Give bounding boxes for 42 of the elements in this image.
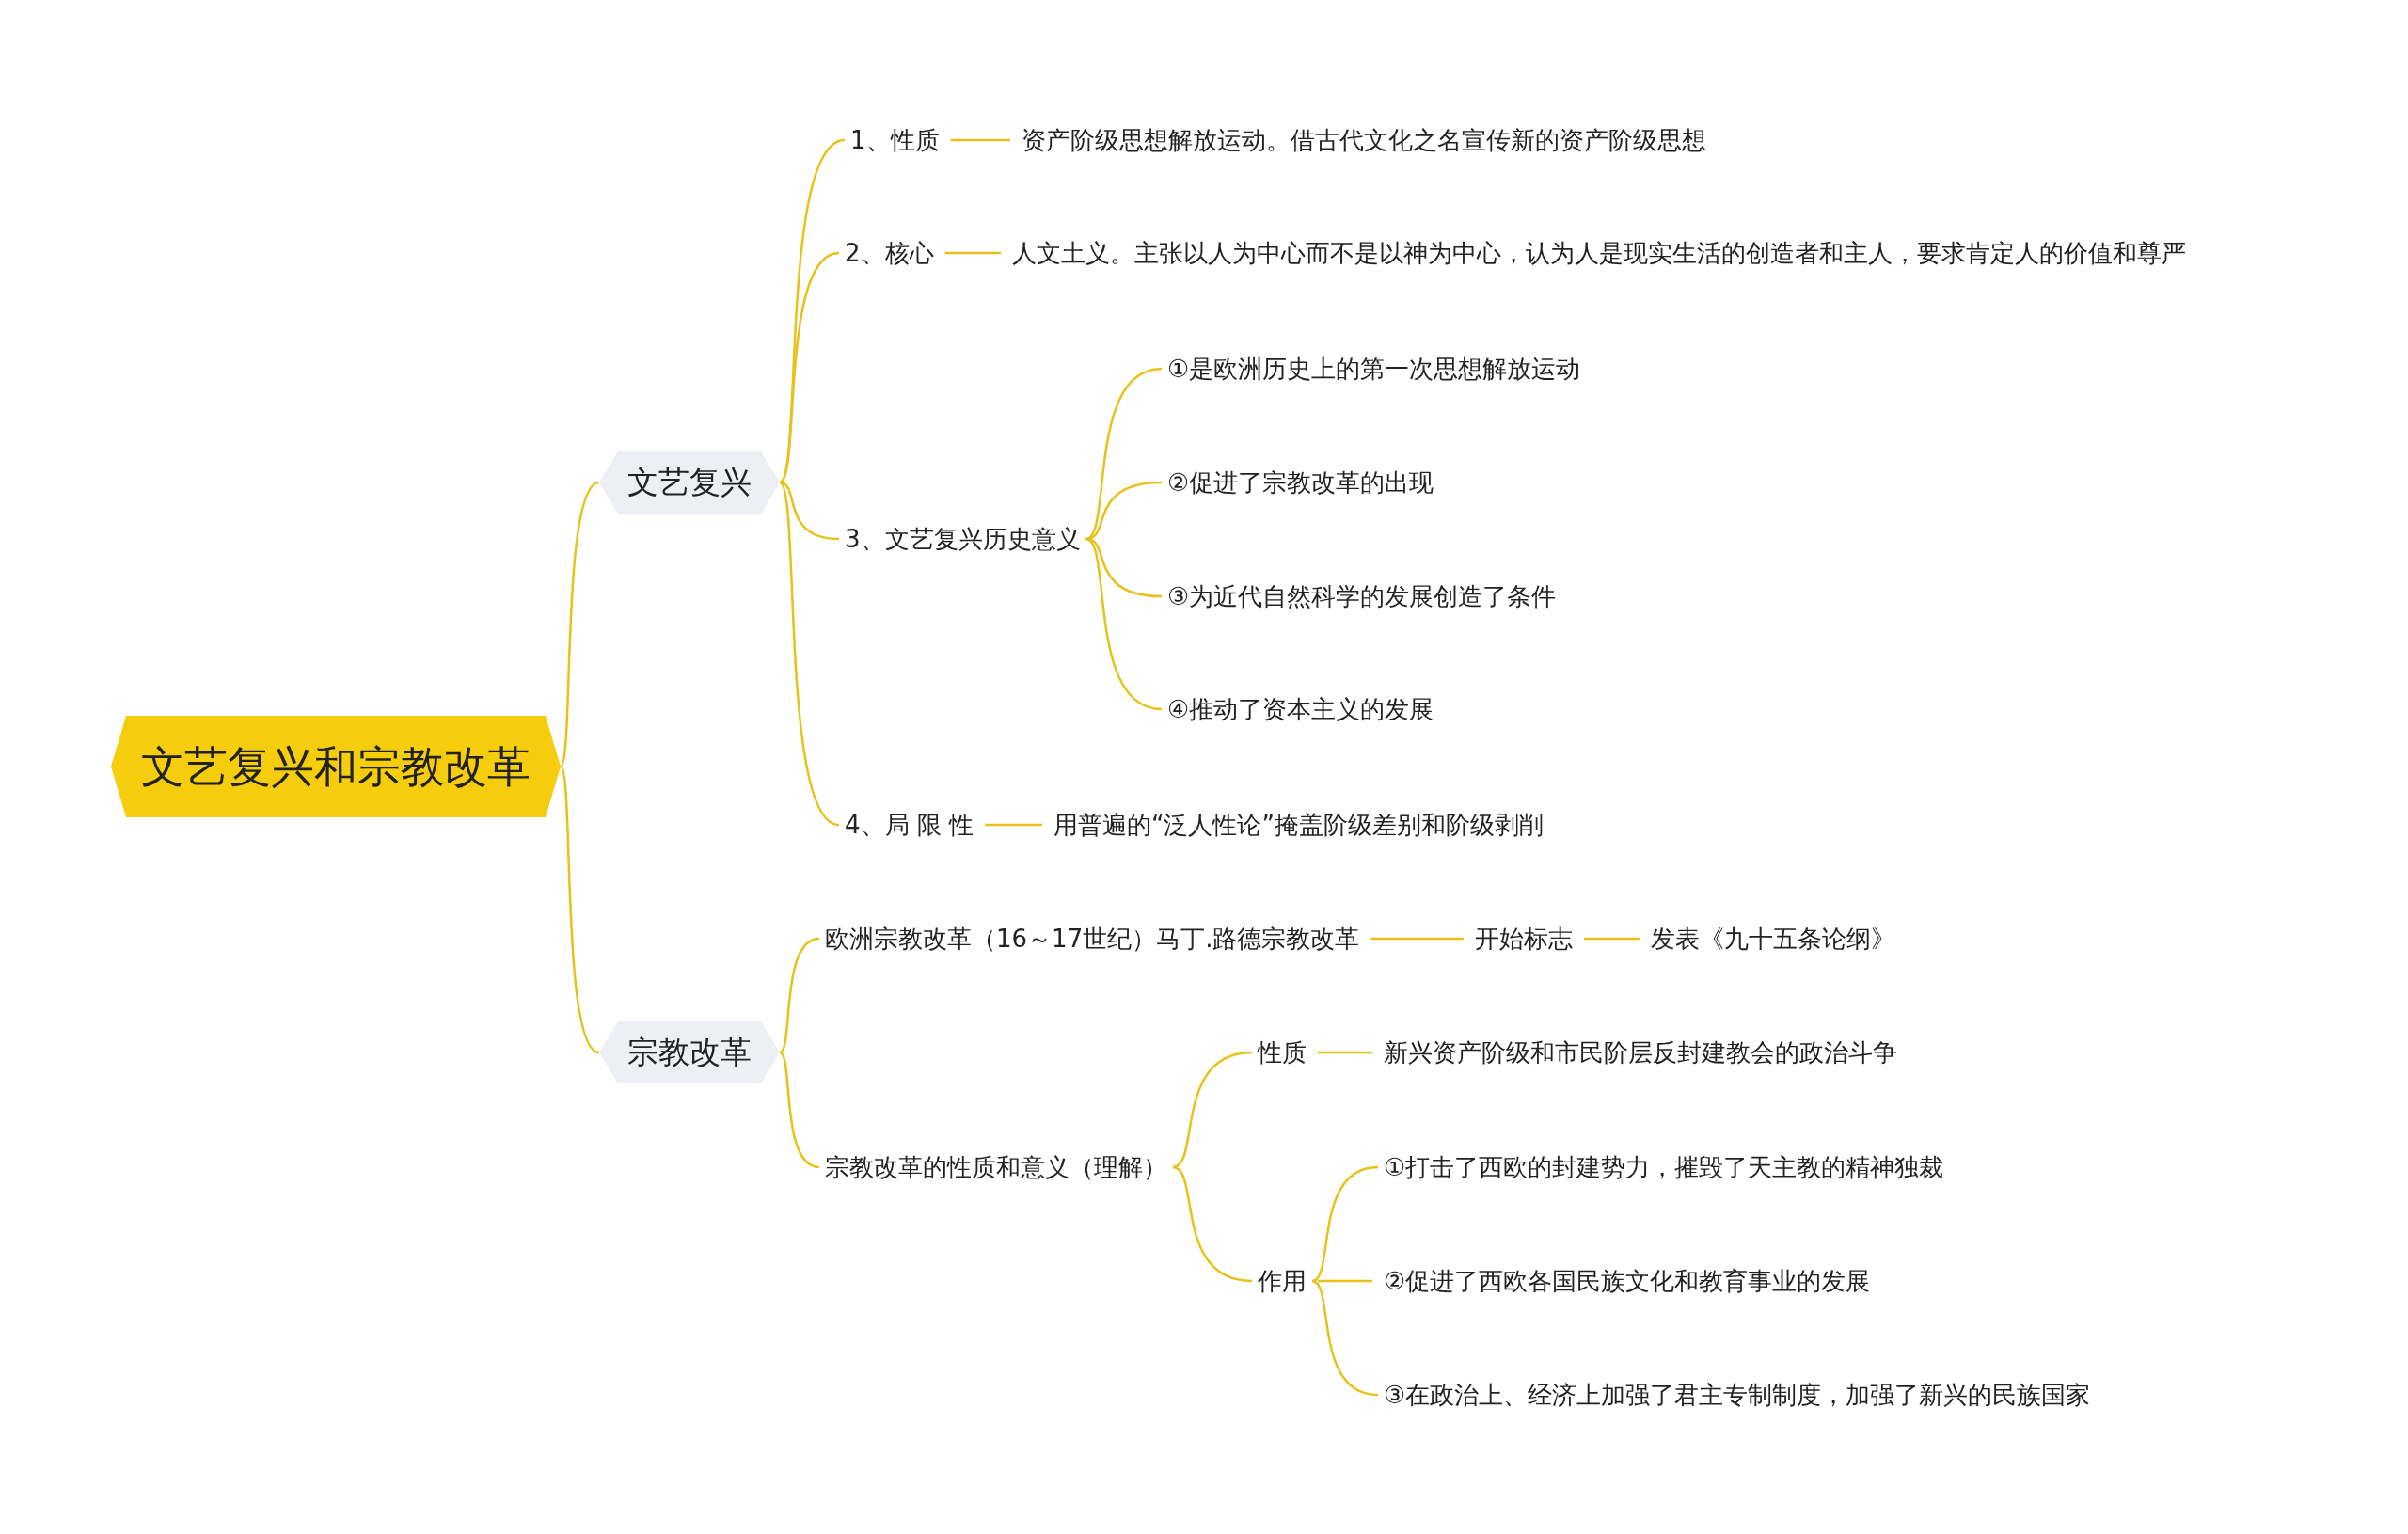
connector-line <box>1584 937 1640 941</box>
connector-line <box>1085 537 1163 711</box>
connector-line <box>1311 1279 1379 1397</box>
connector-line <box>779 1052 820 1169</box>
topic-label: 发表《九十五条论纲》 <box>1645 920 1901 957</box>
connector-line <box>779 481 840 541</box>
main-topic: 文艺复兴 <box>599 451 780 514</box>
connector-line <box>1085 367 1163 541</box>
connector-line <box>985 823 1042 827</box>
topic-label: 资产阶级思想解放运动。借古代文化之名宣传新的资产阶级思想 <box>1016 121 1712 159</box>
topic-label: ①打击了西欧的封建势力，摧毁了天主教的精神独裁 <box>1378 1148 1950 1186</box>
connector-line <box>944 251 1001 255</box>
topic-label: 1、性质 <box>845 121 945 159</box>
topic-label: 2、核心 <box>839 234 940 272</box>
connector-line <box>1318 1051 1372 1054</box>
connector-line <box>1318 1279 1372 1283</box>
connector-line <box>1311 1165 1379 1283</box>
topic-label: 4、局 限 性 <box>839 806 980 844</box>
connector-line <box>950 138 1010 142</box>
topic-label: 开始标志 <box>1469 920 1578 957</box>
connector-line <box>779 937 820 1053</box>
connector-line <box>1085 481 1163 541</box>
topic-label: ②促进了宗教改革的出现 <box>1162 464 1440 501</box>
topic-label: 新兴资产阶级和市民阶层反封建教会的政治斗争 <box>1378 1034 1903 1071</box>
main-topic: 宗教改革 <box>599 1021 780 1083</box>
connector-line <box>1172 1165 1253 1283</box>
central-topic: 文艺复兴和宗教改革 <box>111 716 561 817</box>
topic-label: ②促进了西欧各国民族文化和教育事业的发展 <box>1378 1262 1877 1300</box>
connector-line <box>1172 1051 1253 1169</box>
connector-line <box>779 251 840 483</box>
topic-label: 用普遍的“泛人性论”掩盖阶级差别和阶级剥削 <box>1048 806 1549 844</box>
topic-label: 欧洲宗教改革（16～17世纪）马丁.路德宗教改革 <box>819 920 1366 957</box>
connector-line <box>1370 937 1464 941</box>
topic-label: ①是欧洲历史上的第一次思想解放运动 <box>1162 350 1587 387</box>
topic-label: ③为近代自然科学的发展创造了条件 <box>1162 577 1562 615</box>
topic-label: 3、文艺复兴历史意义 <box>839 520 1086 558</box>
topic-label: 作用 <box>1252 1262 1312 1300</box>
topic-label: ③在政治上、经济上加强了君主专制制度，加强了新兴的民族国家 <box>1378 1376 2097 1414</box>
topic-label: 性质 <box>1252 1034 1312 1071</box>
topic-label: 人文土义。主张以人为中心而不是以神为中心，认为人是现实生活的创造者和主人，要求肯定人的价值和尊严 <box>1006 234 2192 272</box>
topic-label: ④推动了资本主义的发展 <box>1162 690 1440 728</box>
topic-label: 宗教改革的性质和意义（理解） <box>819 1148 1173 1186</box>
